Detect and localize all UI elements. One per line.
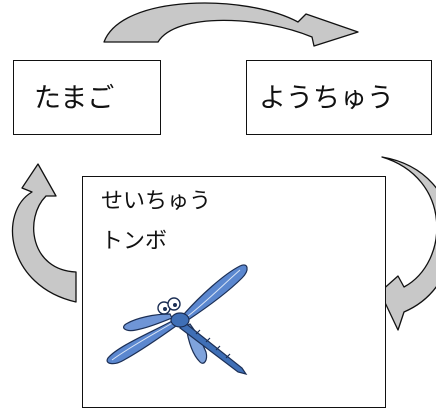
adult-label: せいちゅう: [101, 189, 212, 214]
egg-stage-box: たまご: [13, 60, 161, 135]
dragonfly-label: トンボ: [101, 229, 168, 254]
arrow-egg-to-larva-icon: [103, 2, 359, 47]
dragonfly-icon: [106, 264, 248, 375]
larva-label: ようちゅう: [259, 83, 394, 114]
egg-label: たまご: [34, 83, 115, 114]
dragonfly-abdomen: [179, 321, 248, 375]
larva-stage-box: ようちゅう: [246, 60, 432, 135]
arrow-larva-to-adult-icon: [379, 156, 436, 331]
dragonfly-thorax: [170, 312, 190, 328]
dragonfly-upper-left-wing: [123, 313, 173, 332]
arrow-adult-to-egg-icon: [11, 163, 77, 303]
